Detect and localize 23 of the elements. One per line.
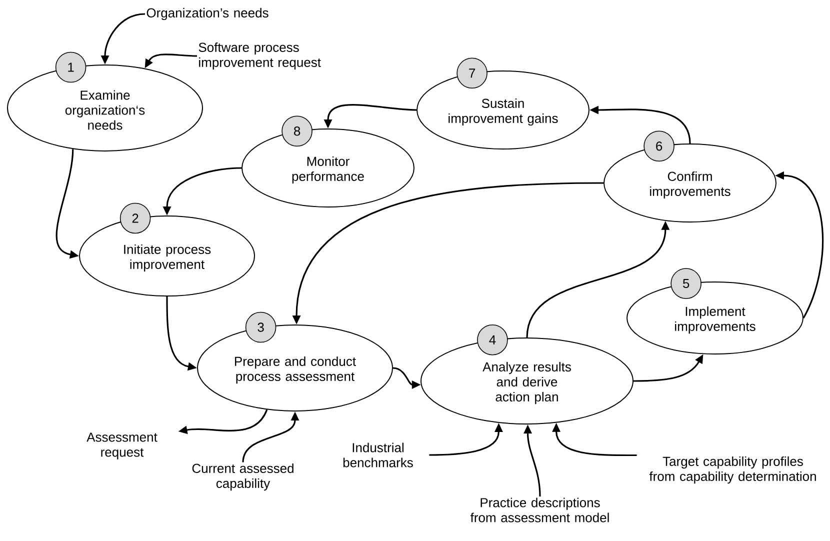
step-number-badge: 5	[670, 268, 702, 299]
step-label: Analyze results and derive action plan	[482, 362, 571, 404]
step-number-badge: 4	[477, 324, 508, 356]
step-number-badge: 8	[282, 116, 312, 147]
input-output-label: Industrial benchmarks	[343, 442, 413, 468]
step-number-badge: 7	[456, 58, 488, 89]
step-label: Confirm improvements	[650, 171, 730, 199]
step-label: Sustain improvement gains	[448, 98, 558, 126]
step-number-badge: 2	[120, 202, 151, 234]
input-output-label: Software process improvement request	[198, 42, 321, 70]
step-number-badge: 3	[245, 312, 276, 343]
input-output-label: Organization’s needs	[146, 8, 268, 20]
step-label: Prepare and conduct process assessment	[235, 356, 356, 384]
step-number-badge: 1	[55, 52, 86, 83]
step-label: Initiate process improvement	[124, 244, 211, 272]
step-label: Implement improvements	[675, 306, 756, 334]
input-output-label: Target capability profiles from capability determination	[649, 456, 816, 484]
input-output-label: Assessment request	[86, 432, 158, 460]
input-output-label: Practice descriptions from assessment model	[470, 498, 609, 522]
input-output-label: Current assessed capability	[192, 463, 294, 491]
step-label: Monitor performance	[292, 156, 364, 184]
step-label: Examine organization‘s needs	[65, 90, 145, 130]
step-number-badge: 6	[644, 130, 674, 162]
